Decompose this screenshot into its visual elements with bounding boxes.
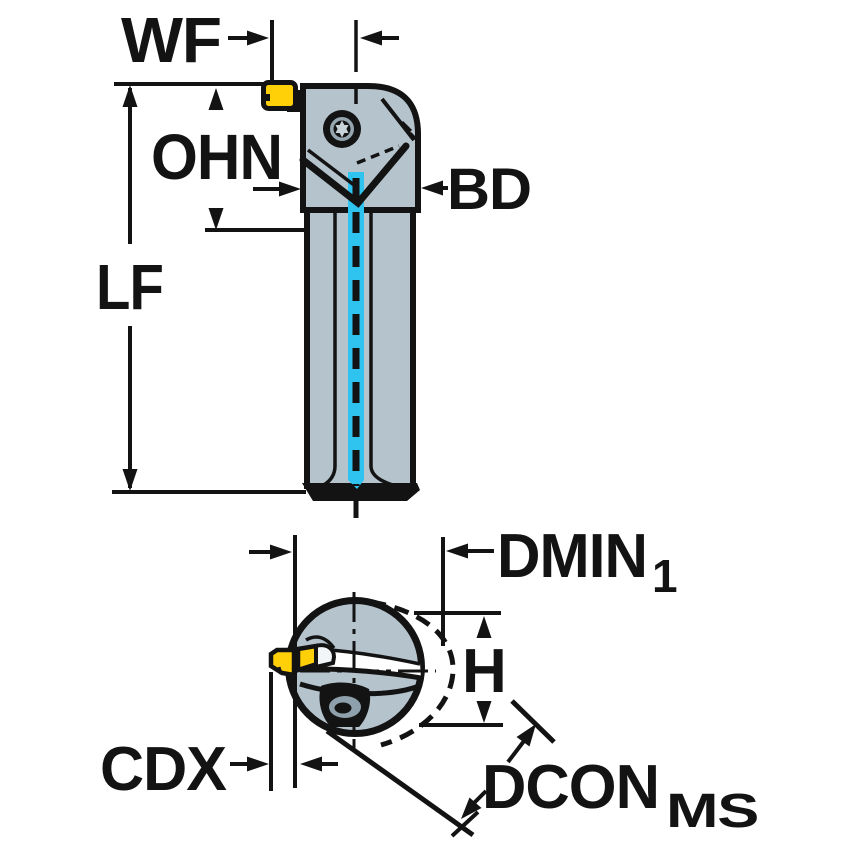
cdx-right-arrow-icon bbox=[300, 756, 322, 772]
label-ohn: OHN bbox=[151, 121, 282, 193]
ohn-arrow-down-icon bbox=[208, 208, 224, 230]
label-bd: BD bbox=[447, 157, 531, 222]
h-arrow-down-icon bbox=[476, 701, 492, 723]
lf-arrow-down-icon bbox=[122, 469, 138, 491]
dcon-arrow-lower-icon bbox=[461, 797, 482, 819]
shank-flat-edge-right bbox=[369, 213, 397, 488]
screw-head-end-icon bbox=[319, 682, 371, 727]
ohn-arrow-up-icon bbox=[208, 88, 224, 110]
insert-seat-line bbox=[306, 148, 356, 187]
label-dmin: DMIN bbox=[497, 522, 647, 591]
insert-tip-notch bbox=[277, 666, 283, 675]
dcon-arrow-upper-icon bbox=[516, 724, 536, 747]
label-cdx: CDX bbox=[100, 735, 227, 804]
dmin-left-arrow-icon bbox=[270, 544, 292, 560]
dcon-arrow-lower-tail bbox=[472, 789, 488, 805]
clamp-top-curve bbox=[305, 635, 336, 650]
bd-arrow-icon bbox=[421, 180, 443, 196]
insert-clamp-tip bbox=[314, 643, 337, 670]
side-view: WF OHN LF BD bbox=[96, 4, 532, 518]
label-dcon: DCON bbox=[482, 753, 659, 822]
dcon-arrow-upper-tail bbox=[506, 739, 526, 764]
insert-edge-notch bbox=[263, 94, 270, 101]
cutting-insert-side bbox=[261, 80, 298, 111]
label-wf: WF bbox=[121, 4, 221, 76]
insert-pocket-vee bbox=[299, 142, 410, 208]
label-h: H bbox=[462, 637, 506, 706]
label-dmin-subscript: 1 bbox=[652, 550, 677, 602]
shank-bottom-face bbox=[302, 483, 420, 501]
label-dcon-subscript: MS bbox=[666, 785, 758, 838]
shank-flat-edge-left bbox=[321, 213, 337, 488]
dmin-right-arrow-icon bbox=[446, 543, 468, 559]
lf-arrow-up-icon bbox=[122, 85, 138, 107]
hidden-edge-dashed bbox=[356, 144, 400, 165]
dcon-tangent-line bbox=[325, 728, 475, 838]
ohn-pointer-arrow-icon bbox=[279, 181, 301, 197]
head-chamfer-line bbox=[380, 97, 416, 142]
dcon-tick-lower bbox=[450, 810, 480, 838]
wf-arrow-right-icon bbox=[247, 30, 269, 46]
h-arrow-up-icon bbox=[476, 616, 492, 638]
corner-facet-ticks bbox=[400, 120, 421, 144]
label-lf: LF bbox=[96, 251, 163, 323]
dcon-tick-upper bbox=[510, 699, 556, 744]
wf-arrow-left-icon bbox=[360, 30, 382, 46]
cdx-left-arrow-icon bbox=[247, 756, 269, 772]
torx-screw-icon bbox=[323, 110, 361, 148]
end-view: DMIN 1 H CDX DCON MS bbox=[100, 522, 759, 838]
cutting-insert-end bbox=[268, 643, 337, 678]
